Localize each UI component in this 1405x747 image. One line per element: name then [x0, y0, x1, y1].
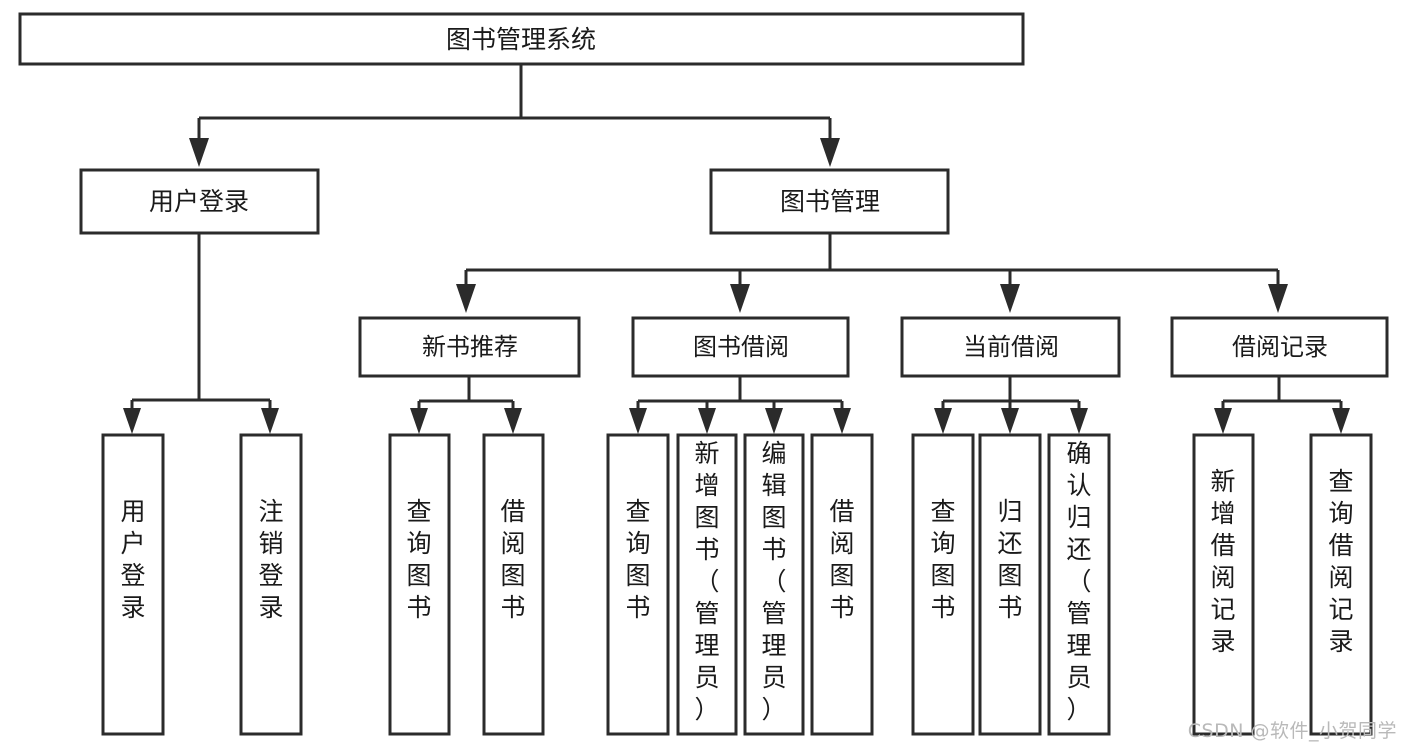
node-leaf-logout-login-label: 注销登录 [258, 497, 283, 622]
node-leaf-return-book-label: 归还图书 [997, 497, 1022, 622]
node-root[interactable]: 图书管理系统 [18, 12, 1025, 66]
node-leaf-borrow-book-2-label: 借阅图书 [829, 497, 854, 622]
connector-group-new-book-recommend [410, 376, 522, 434]
arrow-head-leaf-borrow-book-2 [833, 408, 851, 434]
arrow-head-new-book-recommend [456, 284, 476, 313]
connector-group-borrow-record [1214, 376, 1350, 434]
node-user-login-box[interactable] [79, 168, 320, 235]
node-leaf-query-book-1-label: 查询图书 [406, 497, 431, 622]
connector-group-root [189, 64, 840, 167]
node-leaf-add-book[interactable]: 新增图书（管理员） [676, 433, 738, 736]
node-leaf-query-book-1[interactable]: 查询图书 [388, 433, 451, 736]
arrow-head-book-management [820, 138, 840, 167]
node-leaf-query-book-3-label: 查询图书 [930, 497, 955, 622]
arrow-head-leaf-query-book-1 [410, 408, 428, 434]
node-leaf-query-book-2-box[interactable] [606, 433, 670, 736]
node-book-borrow-box[interactable] [631, 316, 850, 378]
arrow-head-leaf-logout-login [261, 408, 279, 434]
arrow-head-book-borrow [730, 284, 750, 313]
node-leaf-add-book-box[interactable] [676, 433, 738, 736]
node-current-borrow[interactable]: 当前借阅 [900, 316, 1121, 378]
arrow-head-leaf-query-book-2 [629, 408, 647, 434]
node-leaf-add-record-label: 新增借阅记录 [1210, 467, 1235, 656]
node-leaf-edit-book[interactable]: 编辑图书（管理员） [743, 433, 805, 736]
node-leaf-user-login-box[interactable] [101, 433, 165, 736]
node-leaf-query-record[interactable]: 查询借阅记录 [1309, 433, 1373, 736]
node-leaf-confirm-return-label: 确认归还（管理员） [1066, 439, 1091, 724]
node-leaf-query-book-1-box[interactable] [388, 433, 451, 736]
node-leaf-logout-login[interactable]: 注销登录 [239, 433, 303, 736]
node-leaf-borrow-book-2-box[interactable] [810, 433, 874, 736]
node-leaf-add-record[interactable]: 新增借阅记录 [1192, 433, 1255, 736]
arrow-head-leaf-add-record [1214, 408, 1232, 434]
node-user-login[interactable]: 用户登录 [79, 168, 320, 235]
node-leaf-query-book-3[interactable]: 查询图书 [911, 433, 975, 736]
node-root-label: 图书管理系统 [446, 25, 596, 54]
node-leaf-query-book-2-label: 查询图书 [625, 497, 650, 622]
node-borrow-record-label: 借阅记录 [1232, 333, 1328, 361]
arrow-head-leaf-user-login [123, 408, 141, 434]
node-leaf-query-book-3-box[interactable] [911, 433, 975, 736]
node-borrow-record-box[interactable] [1170, 316, 1389, 378]
node-book-borrow[interactable]: 图书借阅 [631, 316, 850, 378]
node-leaf-logout-login-box[interactable] [239, 433, 303, 736]
node-leaf-query-record-label: 查询借阅记录 [1328, 467, 1353, 656]
node-leaf-edit-book-box[interactable] [743, 433, 805, 736]
node-leaf-borrow-book-1-box[interactable] [482, 433, 545, 736]
node-book-management-box[interactable] [709, 168, 950, 235]
node-leaf-edit-book-label: 编辑图书（管理员） [761, 439, 786, 724]
arrow-head-borrow-record [1268, 284, 1288, 313]
arrow-head-leaf-query-book-3 [934, 408, 952, 434]
arrow-head-leaf-add-book [698, 408, 716, 434]
node-borrow-record[interactable]: 借阅记录 [1170, 316, 1389, 378]
node-leaf-return-book[interactable]: 归还图书 [978, 433, 1042, 736]
node-book-management[interactable]: 图书管理 [709, 168, 950, 235]
arrow-head-current-borrow [1000, 284, 1020, 313]
node-root-box[interactable] [18, 12, 1025, 66]
node-leaf-confirm-return-box[interactable] [1047, 433, 1111, 736]
arrow-head-leaf-edit-book [765, 408, 783, 434]
node-leaf-borrow-book-1-label: 借阅图书 [500, 497, 525, 622]
arrow-head-leaf-borrow-book-1 [504, 408, 522, 434]
arrow-head-user-login [189, 138, 209, 167]
node-leaf-confirm-return[interactable]: 确认归还（管理员） [1047, 433, 1111, 736]
node-user-login-label: 用户登录 [149, 187, 249, 216]
node-new-book-recommend-label: 新书推荐 [422, 333, 518, 361]
node-leaf-borrow-book-2[interactable]: 借阅图书 [810, 433, 874, 736]
node-leaf-query-record-box[interactable] [1309, 433, 1373, 736]
node-new-book-recommend[interactable]: 新书推荐 [358, 316, 581, 378]
node-leaf-borrow-book-1[interactable]: 借阅图书 [482, 433, 545, 736]
node-book-management-label: 图书管理 [780, 187, 880, 216]
arrow-head-leaf-confirm-return [1070, 408, 1088, 434]
node-leaf-user-login[interactable]: 用户登录 [101, 433, 165, 736]
node-leaf-query-book-2[interactable]: 查询图书 [606, 433, 670, 736]
node-leaf-add-record-box[interactable] [1192, 433, 1255, 736]
connector-group-current-borrow [934, 376, 1088, 434]
node-book-borrow-label: 图书借阅 [693, 333, 789, 361]
connector-group-book-borrow [629, 376, 851, 434]
arrow-head-leaf-query-record [1332, 408, 1350, 434]
node-leaf-return-book-box[interactable] [978, 433, 1042, 736]
connector-group-user-login [123, 233, 279, 434]
connector-group-book-management [456, 233, 1288, 313]
node-leaf-user-login-label: 用户登录 [120, 497, 145, 622]
node-current-borrow-box[interactable] [900, 316, 1121, 378]
node-new-book-recommend-box[interactable] [358, 316, 581, 378]
node-current-borrow-label: 当前借阅 [963, 333, 1059, 361]
arrow-head-leaf-return-book [1001, 408, 1019, 434]
node-leaf-add-book-label: 新增图书（管理员） [694, 439, 719, 724]
